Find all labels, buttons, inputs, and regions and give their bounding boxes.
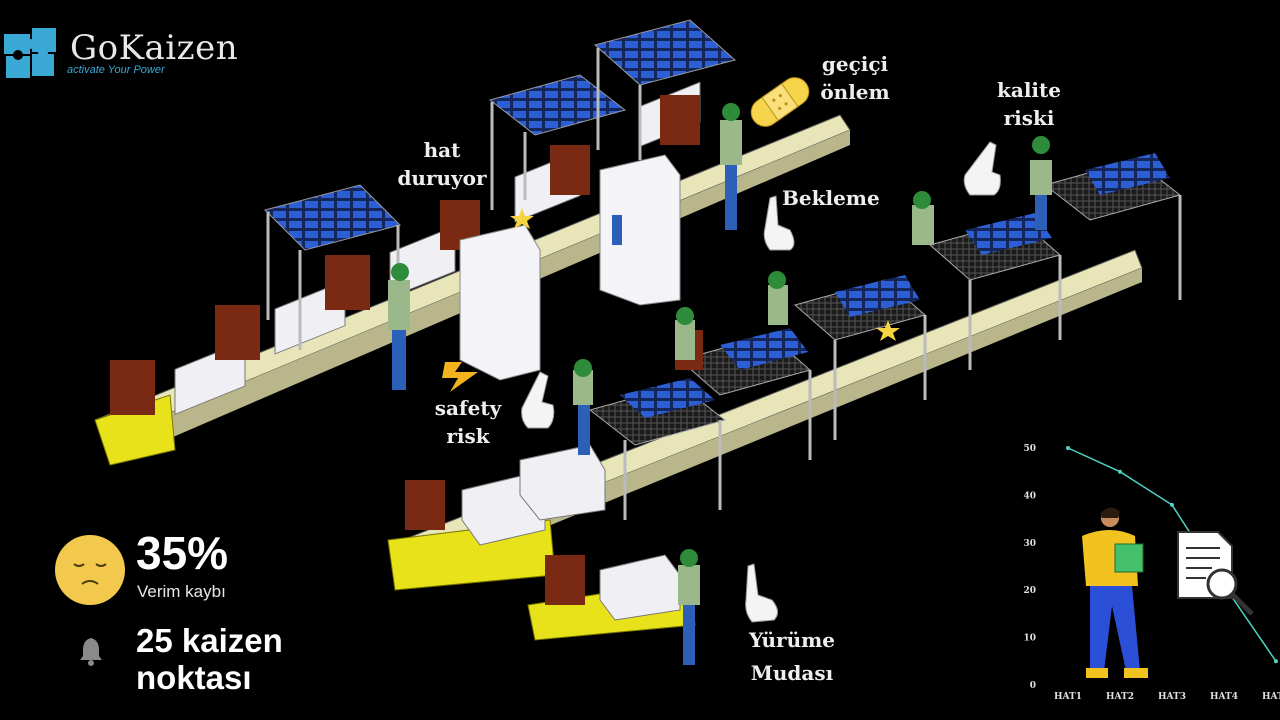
label-bekleme: Bekleme <box>782 186 880 210</box>
brand-name: GoKaizen <box>70 28 239 68</box>
label-gecici-onlem: geçiçi önlem <box>820 52 890 104</box>
upper-conveyor-line <box>94 19 851 466</box>
lightning-icon <box>442 362 478 392</box>
label-hat-duruyor: hat duruyor <box>397 138 487 190</box>
x-tick-label: HAT3 <box>1158 692 1186 702</box>
bandage-icon <box>750 77 810 127</box>
chart-data-point <box>1170 502 1174 507</box>
y-tick-label: 50 <box>1023 444 1036 454</box>
efficiency-loss-value: 35% <box>136 527 229 579</box>
efficiency-loss-label: Verim kaybı <box>137 582 226 601</box>
label-safety-risk: safety risk <box>434 396 502 448</box>
bell-icon <box>80 638 102 666</box>
lower-conveyor-line <box>387 153 1182 641</box>
x-tick-label: HAT5 <box>1262 692 1280 702</box>
chart-data-point <box>1066 446 1070 450</box>
chart-data-point <box>1118 469 1122 474</box>
y-tick-label: 20 <box>1023 586 1036 596</box>
person-holding-box-illustration <box>1082 507 1148 678</box>
x-tick-label: HAT2 <box>1106 692 1134 702</box>
y-tick-label: 30 <box>1023 539 1036 549</box>
puzzle-logo-icon <box>4 28 56 78</box>
y-tick-label: 0 <box>1030 681 1036 691</box>
label-yurume-mudasi: Yürüme Mudası <box>748 628 836 685</box>
kaizen-count: 25 kaizen noktası <box>136 622 283 696</box>
x-tick-label: HAT4 <box>1210 692 1238 702</box>
y-tick-label: 40 <box>1023 491 1036 501</box>
star-icon <box>510 208 900 341</box>
label-kalite-riski: kalite riski <box>997 78 1061 130</box>
workers <box>388 103 1052 665</box>
pointing-hand-icon <box>521 141 1001 623</box>
document-search-icon <box>1177 531 1254 616</box>
x-tick-label: HAT1 <box>1054 692 1082 702</box>
brand-tagline: activate Your Power <box>67 64 165 76</box>
hat-line-chart: 0 10 20 30 40 50 HAT1 HAT2 HAT3 HAT4 HAT5 <box>1023 444 1280 702</box>
sad-face-icon <box>55 535 125 605</box>
chart-data-point <box>1274 659 1278 664</box>
y-tick-label: 10 <box>1023 634 1036 644</box>
